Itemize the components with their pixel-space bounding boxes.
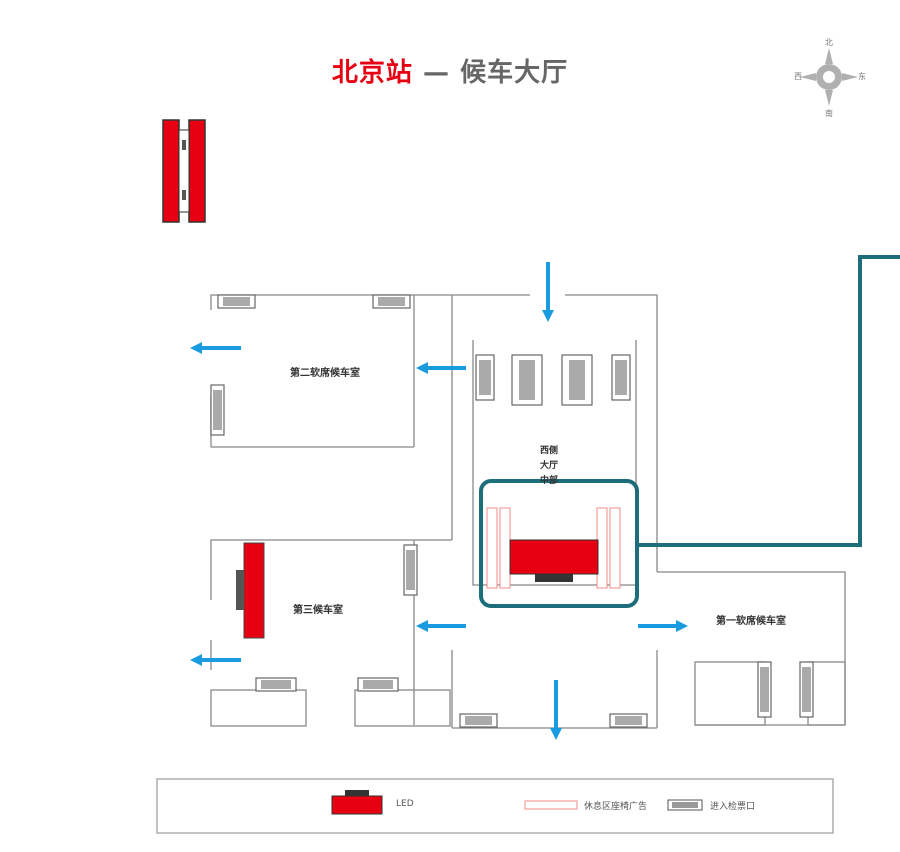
room-first-class: 第一软席候车室 <box>716 616 786 627</box>
legend-chair-label: 休息区座椅广告 <box>584 802 648 812</box>
walls <box>210 294 846 729</box>
legend-led-label: LED <box>396 799 414 809</box>
page-title: 北京站 — 候车大厅 <box>0 52 900 89</box>
arrows <box>190 262 688 740</box>
compass-east: 东 <box>858 72 866 81</box>
legend-chair-swatch <box>524 800 578 810</box>
title-dash: — <box>423 58 450 88</box>
legend-led-swatch <box>331 795 383 815</box>
hall-name: 候车大厅 <box>460 58 569 88</box>
legend-gate-label: 进入检票口 <box>710 802 756 812</box>
legend <box>156 778 834 834</box>
room-second-class: 第二软席候车室 <box>290 368 360 379</box>
led-screen-left <box>236 542 265 639</box>
compass-south: 南 <box>825 109 833 118</box>
room-west-hall-3: 中部 <box>540 476 559 486</box>
compass-icon <box>800 48 858 106</box>
room-west-hall-1: 西侧 <box>540 446 559 456</box>
led-screen-center <box>509 539 599 582</box>
station-name: 北京站 <box>331 58 413 88</box>
compass-north: 北 <box>825 38 833 47</box>
gates <box>210 294 814 728</box>
room-west-hall-2: 大厅 <box>540 461 559 471</box>
highlight-frame <box>479 255 900 608</box>
chair-ads <box>486 507 621 589</box>
room-third: 第三候车室 <box>293 605 343 616</box>
led-panel-icon <box>162 119 206 223</box>
compass-west: 西 <box>794 72 802 81</box>
